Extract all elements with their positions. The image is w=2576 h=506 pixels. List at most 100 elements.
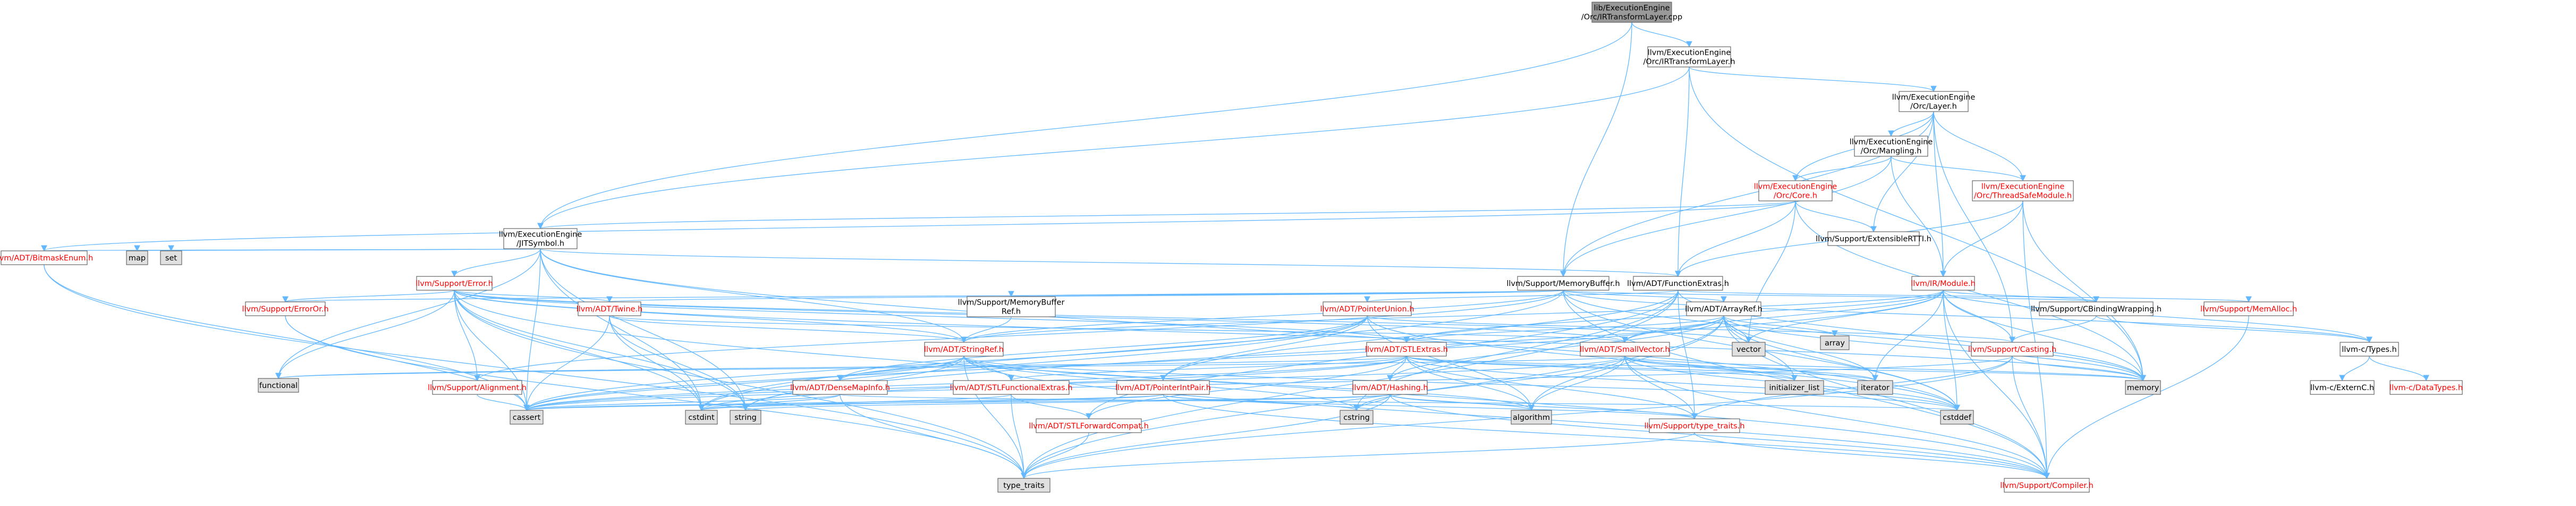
node-label: /Orc/Core.h	[1774, 192, 1817, 200]
node-box	[1340, 410, 1374, 425]
graph-node-layer-h[interactable]: llvm/ExecutionEngine/Orc/Layer.h	[1892, 91, 1976, 112]
edge-module_h-to-memory	[1943, 290, 2146, 382]
node-label: iterator	[1861, 384, 1889, 392]
node-box	[1732, 342, 1766, 357]
node-label: llvm/ADT/FunctionExtras.h	[1627, 280, 1729, 288]
edge-functionextras_h-to-type_traits	[1021, 290, 1679, 479]
graph-node-memorybuffer-h[interactable]: llvm/Support/MemoryBuffer.h	[1506, 276, 1620, 291]
edge-pointerunion_h-to-algorithm	[1367, 315, 1535, 411]
edge-memorybuffer_h-to-ctypes_h	[1563, 290, 2372, 343]
graph-node-densemapinfo-h[interactable]: llvm/ADT/DenseMapInfo.h	[790, 380, 890, 395]
edge-error_h-to-cassert	[454, 290, 530, 411]
node-label: llvm/ExecutionEngine	[1892, 94, 1976, 102]
graph-node-arrayref-h[interactable]: llvm/ADT/ArrayRef.h	[1685, 301, 1762, 316]
node-label: llvm/Support/type_traits.h	[1644, 422, 1744, 431]
edge-error_h-to-string	[454, 290, 749, 411]
graph-node-smallvector-h[interactable]: llvm/ADT/SmallVector.h	[1580, 342, 1670, 357]
node-box	[2204, 301, 2294, 316]
node-label: llvm/Support/MemAlloc.h	[2200, 305, 2297, 314]
graph-node-jitsym-h[interactable]: llvm/ExecutionEngine/JITSymbol.h	[499, 228, 582, 249]
node-box	[1686, 301, 1761, 316]
edge-error_h-to-alignment_h	[454, 290, 480, 382]
edge-twine_h-to-stringref_h	[609, 315, 967, 343]
edge-tsm_h-to-compiler_h	[2022, 200, 2050, 479]
graph-node-root[interactable]: lib/ExecutionEngine/Orc/IRTransformLayer…	[1581, 2, 1682, 23]
graph-node-typetraits-h[interactable]: llvm/Support/type_traits.h	[1644, 418, 1745, 433]
edge-memorybuffer_h-to-memory	[1563, 290, 2146, 382]
node-box	[997, 478, 1050, 493]
node-label: /Orc/IRTransformLayer.h	[1643, 58, 1735, 66]
graph-node-error-h[interactable]: llvm/Support/Error.h	[416, 276, 493, 291]
edge-smallvector_h-to-memory	[1624, 356, 2146, 382]
edge-pointerunion_h-to-casting_h	[1367, 315, 2015, 343]
edge-smallvector_h-to-cassert	[523, 356, 1625, 411]
graph-node-hashing-h[interactable]: llvm/ADT/Hashing.h	[1352, 380, 1428, 395]
node-box	[1857, 380, 1893, 395]
edge-memorybuffer_h-to-stringref_h	[961, 290, 1564, 343]
graph-node-memalloc-h[interactable]: llvm/Support/MemAlloc.h	[2200, 301, 2297, 316]
node-box	[1591, 2, 1672, 23]
edge-error_h-to-vector	[454, 290, 1752, 343]
edge-hashing_h-to-string	[743, 394, 1391, 411]
graph-node-stlforward-h[interactable]: llvm/ADT/STLForwardCompat.h	[1029, 418, 1149, 433]
graph-node-pointerintpair-h[interactable]: llvm/ADT/PointerIntPair.h	[1115, 380, 1211, 395]
graph-node-ctypes-h[interactable]: llvm-c/Types.h	[2340, 342, 2399, 357]
graph-node-pointerunion-h[interactable]: llvm/ADT/PointerUnion.h	[1320, 301, 1414, 316]
graph-node-bitmask-h[interactable]: llvm/ADT/BitmaskEnum.h	[0, 250, 93, 265]
node-box	[2310, 380, 2375, 395]
edge-module_h-to-compiler_h	[1943, 290, 2050, 479]
edge-functionextras_h-to-pointerintpair_h	[1160, 290, 1679, 382]
node-box	[1854, 136, 1928, 157]
edge-memalloc_h-to-compiler_h	[2044, 315, 2249, 479]
graph-node-alignment-h[interactable]: llvm/Support/Alignment.h	[428, 380, 527, 395]
node-box	[1, 250, 88, 265]
graph-node-twine-h[interactable]: llvm/ADT/Twine.h	[577, 301, 643, 316]
edge-pointerunion_h-to-densemapinfo_h	[837, 315, 1368, 382]
node-label: array	[1825, 339, 1845, 348]
edge-memorybuffer_h-to-twine_h	[607, 290, 1564, 303]
edge-stlextras_h-to-iterator	[1406, 356, 1878, 382]
node-box	[1647, 46, 1731, 68]
edge-module_h-to-stringref_h	[961, 290, 1944, 343]
graph-node-functionextras-h[interactable]: llvm/ADT/FunctionExtras.h	[1627, 276, 1729, 291]
graph-node-functional: functional	[258, 378, 299, 393]
edge-tsm_h-to-module_h	[1940, 200, 2023, 277]
graph-node-mangling-h[interactable]: llvm/ExecutionEngine/Orc/Mangling.h	[1850, 136, 1933, 157]
edge-pointerintpair_h-to-typetraits_h	[1163, 394, 1698, 420]
edge-typetraits_h-to-type_traits	[1021, 432, 1695, 479]
edge-functionextras_h-to-memalloc_h	[1677, 290, 2251, 303]
graph-node-tsm-h[interactable]: llvm/ExecutionEngine/Orc/ThreadSafeModul…	[1972, 180, 2074, 201]
graph-node-stringref-h[interactable]: llvm/ADT/StringRef.h	[924, 342, 1004, 357]
edge-hashing_h-to-cstring	[1353, 394, 1391, 411]
edge-pointerunion_h-to-cassert	[523, 315, 1368, 411]
graph-node-datatypes-h[interactable]: llvm-c/DataTypes.h	[2389, 380, 2463, 395]
node-box	[258, 378, 299, 393]
graph-node-cbinding-h[interactable]: llvm/Support/CBindingWrapping.h	[2031, 301, 2162, 316]
edge-arrayref_h-to-hashing_h	[1387, 315, 1724, 382]
graph-node-compiler-h[interactable]: llvm/Support/Compiler.h	[2000, 478, 2094, 493]
graph-node-extrtti-h[interactable]: llvm/Support/ExtensibleRTTI.h	[1816, 231, 1931, 246]
graph-node-irtl-h[interactable]: llvm/ExecutionEngine/Orc/IRTransformLaye…	[1643, 46, 1735, 68]
edge-arrayref_h-to-array	[1723, 315, 1838, 337]
graph-node-stlfunc-h[interactable]: llvm/ADT/STLFunctionalExtras.h	[950, 380, 1073, 395]
graph-node-module-h[interactable]: llvm/IR/Module.h	[1911, 276, 1976, 291]
node-label: llvm/ADT/BitmaskEnum.h	[0, 254, 93, 263]
graph-node-erroror-h[interactable]: llvm/Support/ErrorOr.h	[242, 301, 329, 316]
edge-jitsym_h-to-functional	[275, 248, 541, 380]
node-box	[2340, 342, 2399, 357]
graph-node-core-h[interactable]: llvm/ExecutionEngine/Orc/Core.h	[1754, 180, 1837, 201]
graph-node-externc-h[interactable]: llvm-c/ExternC.h	[2310, 380, 2375, 395]
edge-densemapinfo_h-to-cstdint	[698, 394, 841, 411]
node-label: set	[165, 254, 177, 263]
graph-node-memory: memory	[2125, 380, 2161, 395]
edge-smallvector_h-to-initlist	[1624, 356, 1798, 382]
graph-node-stlextras-h[interactable]: llvm/ADT/STLExtras.h	[1365, 342, 1448, 357]
node-box	[1633, 276, 1723, 291]
edge-jitsym_h-to-functionextras_h	[540, 248, 1681, 277]
graph-node-casting-h[interactable]: llvm/Support/Casting.h	[1968, 342, 2056, 357]
node-label: llvm-c/Types.h	[2342, 345, 2397, 354]
node-box	[432, 380, 522, 395]
node-label: map	[129, 254, 146, 263]
node-label: llvm/ExecutionEngine	[1754, 183, 1837, 191]
